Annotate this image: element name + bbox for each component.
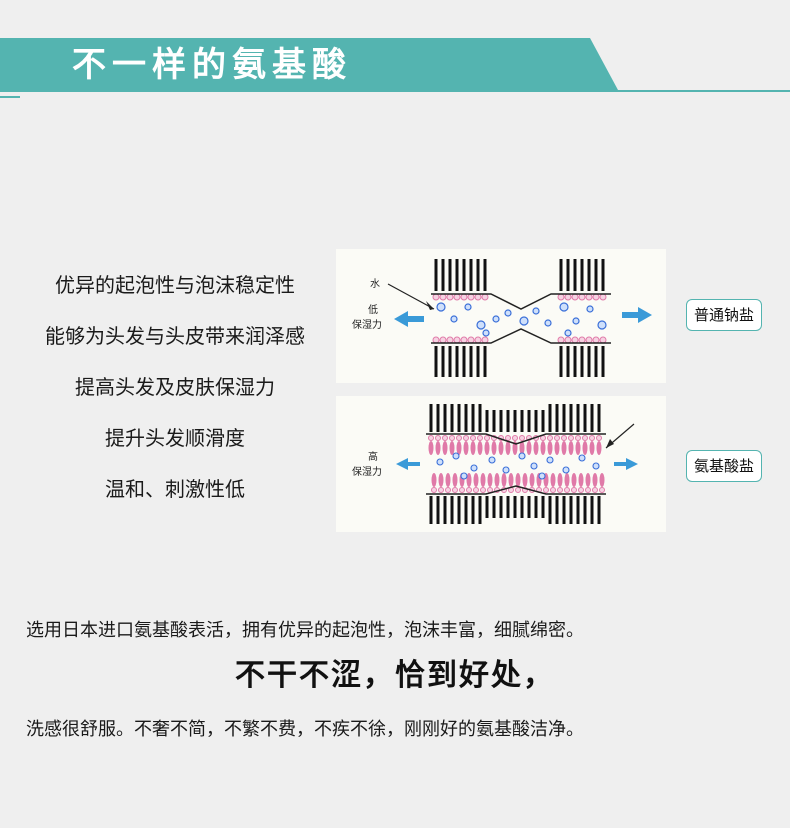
sodium-salt-diagram-figure: 水 低 保湿力 [352, 259, 652, 377]
moisture-label: 保湿力 [352, 465, 382, 478]
description-line-2: 洗感很舒服。不奢不简，不繁不费，不疾不徐，刚刚好的氨基酸洁净。 [26, 719, 584, 740]
header-divider [0, 90, 790, 92]
moisture-label: 保湿力 [352, 318, 382, 331]
sodium-salt-diagram: 水 低 保湿力 [336, 249, 666, 383]
feature-item: 能够为头发与头皮带来润泽感 [45, 324, 305, 348]
amino-salt-diagram: 高 保湿力 [336, 396, 666, 532]
moisture-level-label: 高 [368, 450, 378, 463]
header-band [0, 38, 618, 90]
description-line-1: 选用日本进口氨基酸表活，拥有优异的起泡性，泡沫丰富，细腻绵密。 [26, 620, 584, 641]
feature-item: 温和、刺激性低 [105, 477, 245, 501]
page-title: 不一样的氨基酸 [72, 45, 352, 85]
feature-item: 提升头发顺滑度 [105, 426, 245, 450]
arrow-right-icon [614, 458, 638, 470]
slogan: 不干不涩，恰到好处， [235, 658, 555, 693]
feature-list: 优异的起泡性与泡沫稳定性 能够为头发与头皮带来润泽感 提高头发及皮肤保湿力 提升… [20, 262, 330, 517]
arrow-left-icon [394, 311, 424, 327]
moisture-level-label: 低 [368, 303, 378, 316]
pointer-line [387, 283, 435, 310]
feature-item: 优异的起泡性与泡沫稳定性 [55, 273, 295, 297]
amino-salt-tag: 氨基酸盐 [686, 450, 763, 482]
amino-salt-diagram-figure: 高 保湿力 [352, 404, 638, 524]
sodium-salt-tag: 普通钠盐 [686, 299, 763, 331]
arrow-left-icon [396, 458, 420, 470]
header-divider-stub [0, 96, 20, 98]
water-label: 水 [370, 278, 380, 290]
arrow-right-icon [622, 307, 652, 323]
feature-item: 提高头发及皮肤保湿力 [75, 375, 275, 399]
